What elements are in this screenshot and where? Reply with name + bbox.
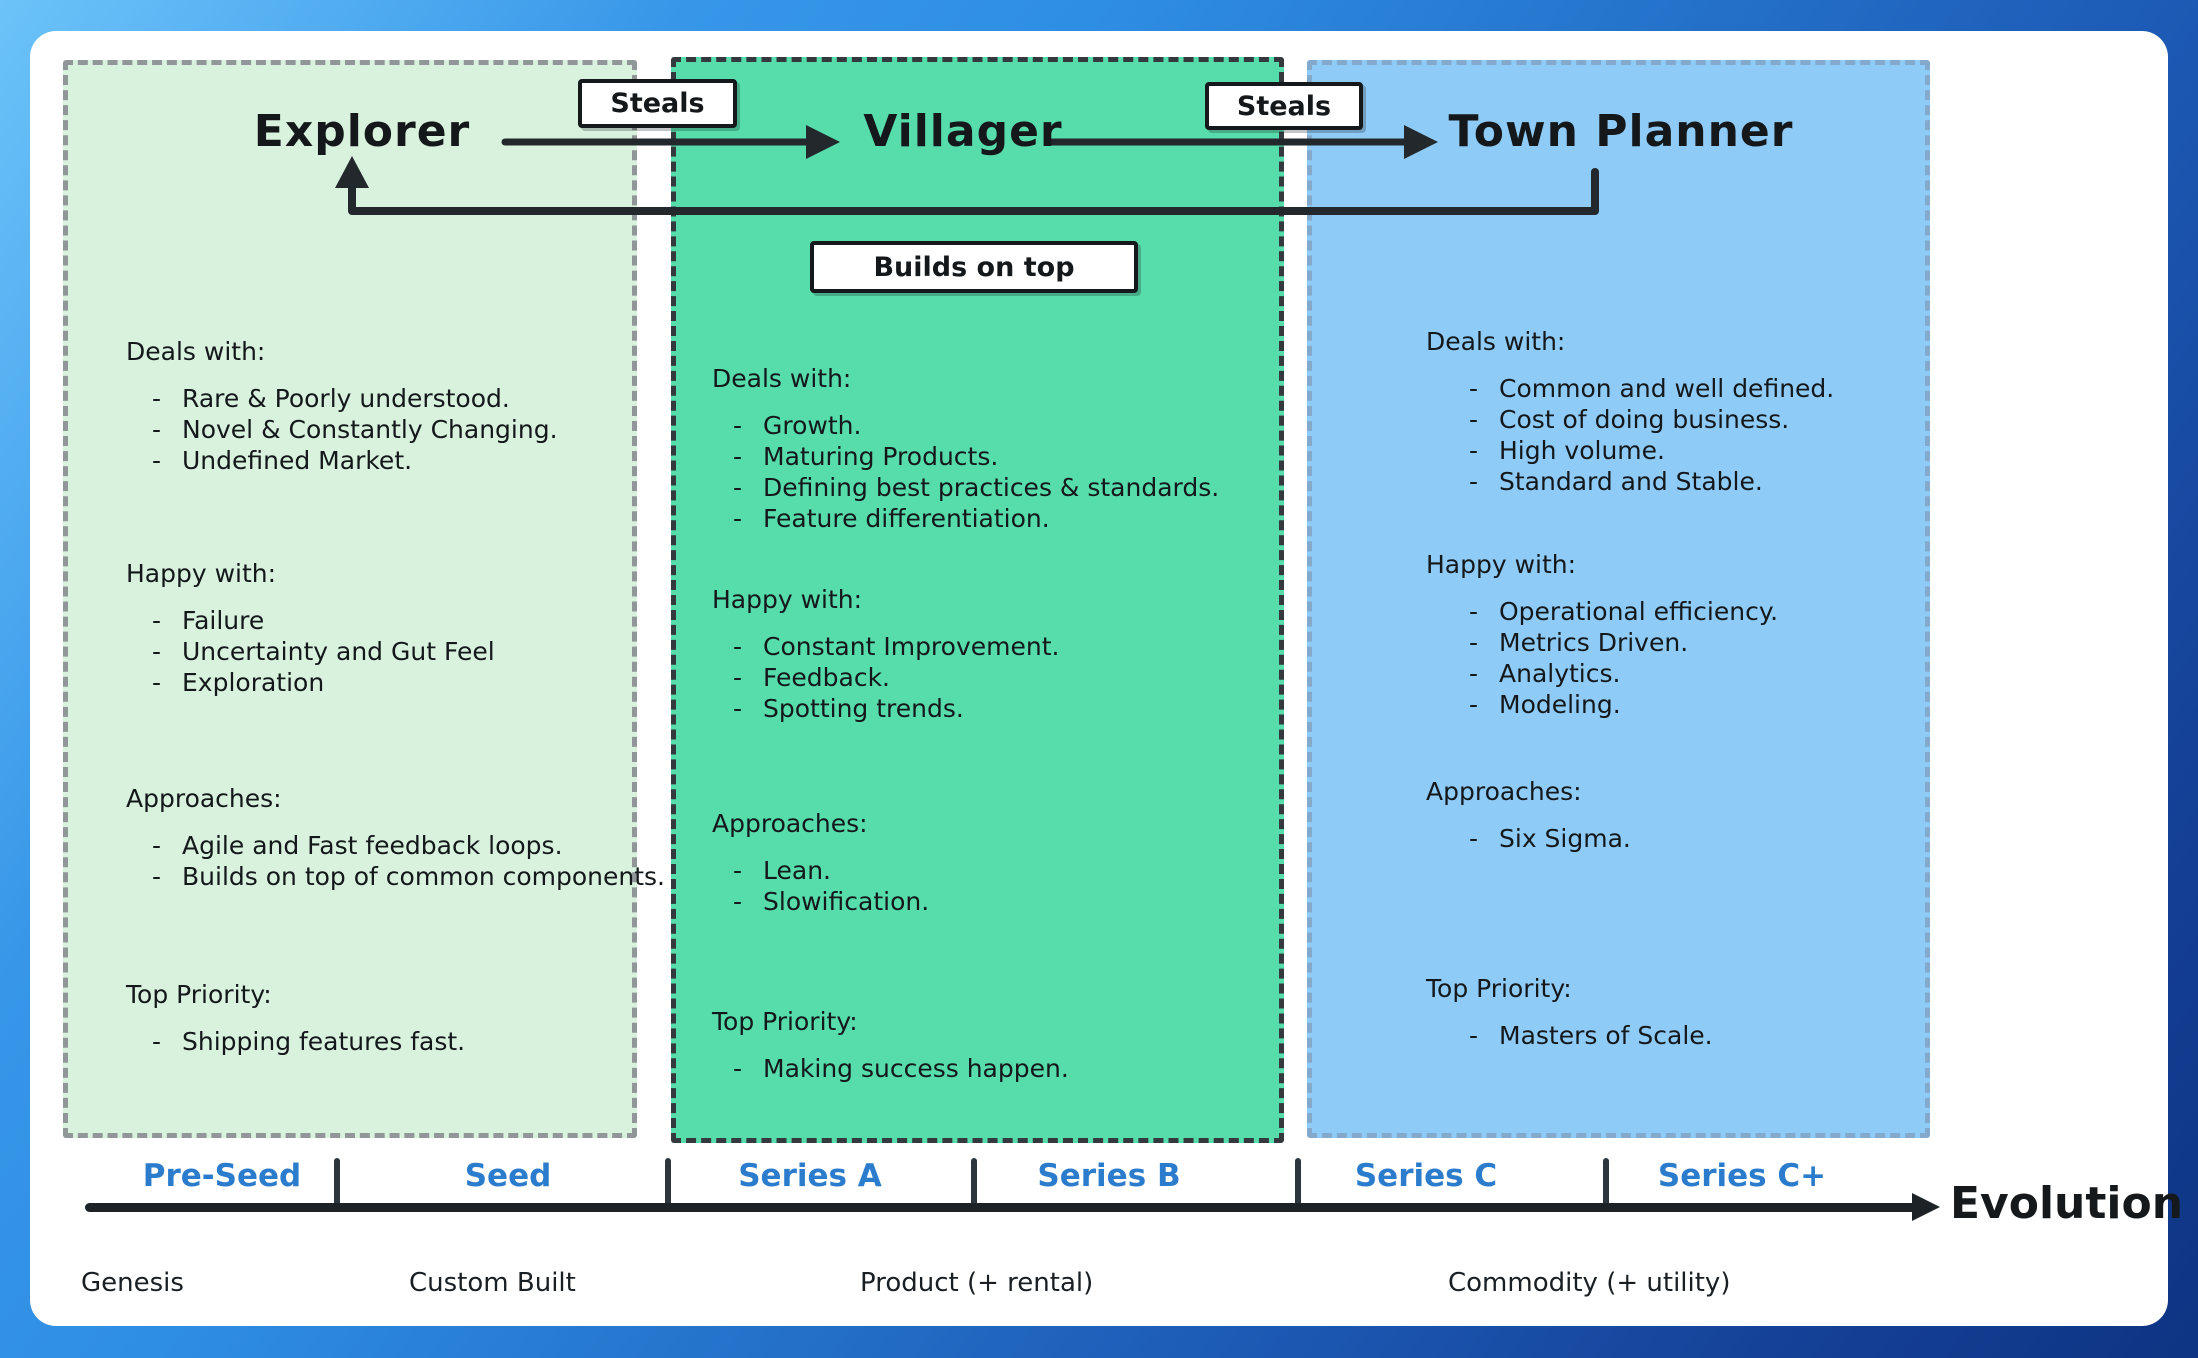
section-items: FailureUncertainty and Gut FeelExplorati… [152, 605, 620, 698]
section-items: Constant Improvement.Feedback.Spotting t… [733, 631, 1267, 724]
funding-stage-label: Pre-Seed [142, 1158, 302, 1194]
axis-tick [334, 1158, 340, 1208]
bullet-item: Builds on top of common components. [152, 861, 665, 892]
evolution-stage-label: Product (+ rental) [860, 1268, 1094, 1298]
section-items: Shipping features fast. [152, 1026, 620, 1057]
bullet-item: Cost of doing business. [1469, 404, 1913, 435]
bullet-item: Metrics Driven. [1469, 627, 1913, 658]
axis-tick [665, 1158, 671, 1208]
section-heading: Top Priority: [1426, 974, 1572, 1003]
panel-town-planner: Deals with: Common and well defined.Cost … [1307, 60, 1930, 1138]
axis-tick [1603, 1158, 1609, 1208]
section-items: Common and well defined.Cost of doing bu… [1469, 373, 1913, 497]
bullet-item: Undefined Market. [152, 445, 620, 476]
section: Approaches: Lean.Slowification. [712, 807, 1267, 917]
bullet-item: Making success happen. [733, 1053, 1267, 1084]
bullet-item: Six Sigma. [1469, 823, 1913, 854]
bullet-item: Operational efficiency. [1469, 596, 1913, 627]
bullet-item: Rare & Poorly understood. [152, 383, 620, 414]
section-heading: Approaches: [712, 809, 868, 838]
role-title-villager: Villager [863, 106, 1063, 157]
bullet-item: Modeling. [1469, 689, 1913, 720]
section: Deals with: Rare & Poorly understood.Nove… [126, 335, 620, 476]
section-items: Lean.Slowification. [733, 855, 1267, 917]
section: Top Priority: Masters of Scale. [1426, 972, 1913, 1051]
panel-villager: Deals with: Growth.Maturing Products.Defi… [671, 57, 1284, 1143]
section: Top Priority: Making success happen. [712, 1005, 1267, 1084]
section: Top Priority: Shipping features fast. [126, 978, 620, 1057]
section: Happy with: Operational efficiency.Metric… [1426, 548, 1913, 720]
section-items: Making success happen. [733, 1053, 1267, 1084]
funding-stage-label: Series C+ [1657, 1158, 1827, 1194]
bullet-item: Feedback. [733, 662, 1267, 693]
bullet-item: Common and well defined. [1469, 373, 1913, 404]
bullet-item: Standard and Stable. [1469, 466, 1913, 497]
section-items: Rare & Poorly understood.Novel & Constan… [152, 383, 620, 476]
role-title-explorer: Explorer [253, 106, 471, 157]
bullet-item: Analytics. [1469, 658, 1913, 689]
role-title-town-planner: Town Planner [1448, 106, 1794, 157]
steals-label-left: Steals [578, 79, 737, 128]
bullet-item: Shipping features fast. [152, 1026, 620, 1057]
section-items: Growth.Maturing Products.Defining best p… [733, 410, 1267, 534]
bullet-item: Exploration [152, 667, 620, 698]
section-heading: Deals with: [712, 364, 852, 393]
bullet-item: Uncertainty and Gut Feel [152, 636, 620, 667]
section-heading: Happy with: [1426, 550, 1577, 579]
section-items: Masters of Scale. [1469, 1020, 1913, 1051]
section: Deals with: Growth.Maturing Products.Defi… [712, 362, 1267, 534]
bullet-item: Failure [152, 605, 620, 636]
builds-on-top-label: Builds on top [810, 241, 1138, 293]
funding-stage-label: Series B [1037, 1158, 1181, 1194]
evolution-axis-arrowhead [1912, 1193, 1940, 1221]
bullet-item: Novel & Constantly Changing. [152, 414, 620, 445]
section-heading: Happy with: [712, 585, 863, 614]
funding-stage-label: Series A [738, 1158, 882, 1194]
bullet-item: High volume. [1469, 435, 1913, 466]
bullet-item: Defining best practices & standards. [733, 472, 1267, 503]
bullet-item: Maturing Products. [733, 441, 1267, 472]
axis-tick [971, 1158, 977, 1208]
section-items: Agile and Fast feedback loops.Builds on … [152, 830, 665, 892]
section-heading: Approaches: [1426, 777, 1582, 806]
funding-stage-label: Seed [464, 1158, 552, 1194]
panel-explorer: Deals with: Rare & Poorly understood.Nove… [63, 60, 665, 1138]
axis-tick [1295, 1158, 1301, 1208]
section: Approaches: Six Sigma. [1426, 775, 1913, 854]
section-heading: Top Priority: [126, 980, 272, 1009]
section: Happy with: FailureUncertainty and Gut Fe… [126, 557, 620, 698]
section-items: Operational efficiency.Metrics Driven.An… [1469, 596, 1913, 720]
bullet-item: Growth. [733, 410, 1267, 441]
bullet-item: Agile and Fast feedback loops. [152, 830, 620, 861]
section: Happy with: Constant Improvement.Feedback… [712, 583, 1267, 724]
funding-stage-label: Series C [1354, 1158, 1498, 1194]
bullet-item: Lean. [733, 855, 1267, 886]
section-items: Six Sigma. [1469, 823, 1913, 854]
bullet-item: Spotting trends. [733, 693, 1267, 724]
evolution-axis-line [85, 1203, 1917, 1212]
section: Approaches: Agile and Fast feedback loops… [126, 782, 665, 892]
section: Deals with: Common and well defined.Cost … [1426, 325, 1913, 497]
bullet-item: Constant Improvement. [733, 631, 1267, 662]
section-heading: Top Priority: [712, 1007, 858, 1036]
evolution-stage-label: Custom Built [409, 1268, 576, 1298]
bullet-item: Masters of Scale. [1469, 1020, 1913, 1051]
bullet-item: Slowification. [733, 886, 1267, 917]
bullet-item: Feature differentiation. [733, 503, 1267, 534]
steals-label-right: Steals [1205, 82, 1363, 130]
section-heading: Approaches: [126, 784, 282, 813]
section-heading: Deals with: [1426, 327, 1566, 356]
section-heading: Happy with: [126, 559, 277, 588]
section-heading: Deals with: [126, 337, 266, 366]
evolution-stage-label: Commodity (+ utility) [1448, 1268, 1731, 1298]
evolution-axis-label: Evolution [1950, 1178, 2184, 1229]
evolution-stage-label: Genesis [81, 1268, 184, 1298]
